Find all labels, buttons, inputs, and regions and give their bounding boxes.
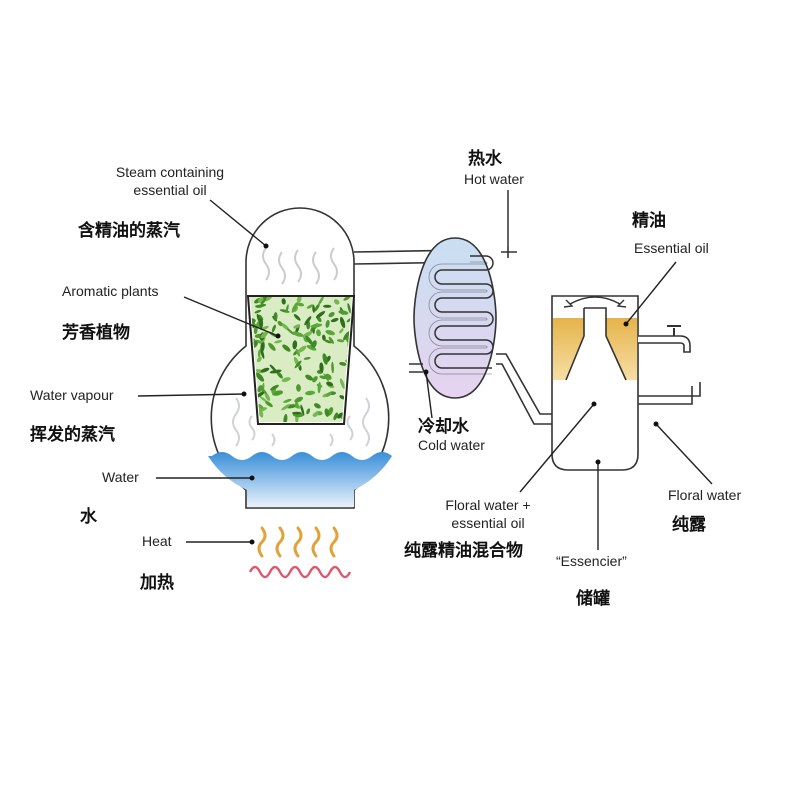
steam-swirls <box>262 247 338 285</box>
aromatic-label-en: Aromatic plants <box>62 283 158 299</box>
water-label-zh: 水 <box>80 506 98 527</box>
mix-label-en-line1: Floral water + <box>445 497 530 513</box>
leader-lines <box>137 190 713 550</box>
tap-icon <box>638 325 691 353</box>
hot-water-label-en: Hot water <box>464 171 524 187</box>
oil-label-zh: 精油 <box>632 210 666 231</box>
steam-label-zh: 含精油的蒸汽 <box>78 220 180 241</box>
oil-label-en: Essential oil <box>634 240 709 256</box>
vapour-label-zh: 挥发的蒸汽 <box>30 424 115 445</box>
labels: Steam containing essential oil 含精油的蒸汽 Ar… <box>30 148 741 609</box>
heat-wave-icon <box>248 565 352 579</box>
floral-water-label-zh: 纯露 <box>672 514 707 535</box>
essencier-label-en: “Essencier” <box>556 553 627 569</box>
leaves-icon <box>250 296 352 422</box>
aromatic-label-zh: 芳香植物 <box>62 322 130 343</box>
vapour-label-en: Water vapour <box>30 387 114 403</box>
steam-label-en-line1: Steam containing <box>116 164 224 180</box>
flame-icon <box>257 526 339 558</box>
vapour-swirls <box>232 397 370 447</box>
coil-icon <box>428 255 494 375</box>
plant-basket <box>246 295 356 425</box>
distillate-pipe <box>496 353 552 425</box>
heat-label-zh: 加热 <box>139 572 174 593</box>
water-label-en: Water <box>102 469 139 485</box>
mix-label-en-line2: essential oil <box>451 515 524 531</box>
essencier <box>551 295 701 471</box>
condenser <box>409 237 517 399</box>
still-water <box>208 452 392 507</box>
cold-water-label-en: Cold water <box>418 437 485 453</box>
hot-water-label-zh: 热水 <box>468 148 503 169</box>
steam-label-en-line2: essential oil <box>133 182 206 198</box>
cold-water-label-zh: 冷却水 <box>418 416 470 437</box>
floral-water-label-en: Floral water <box>668 487 741 503</box>
essencier-label-zh: 储罐 <box>576 588 610 609</box>
mix-label-zh: 纯露精油混合物 <box>404 540 523 561</box>
heat-label-en: Heat <box>142 533 172 549</box>
